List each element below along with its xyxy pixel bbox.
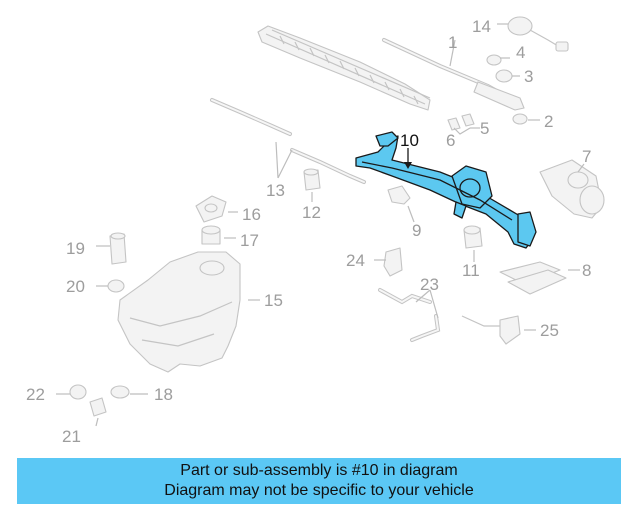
callout-18: 18	[154, 385, 173, 404]
part-3-grommet	[495, 69, 513, 83]
callout-9: 9	[412, 221, 421, 240]
callout-labels: 1 14 4 3 2 5 6 7 10 8 9 11 12 13 16 17 1…	[26, 17, 591, 446]
callout-15: 15	[264, 291, 283, 310]
callout-11: 11	[462, 261, 480, 280]
callout-12: 12	[302, 203, 321, 222]
callout-6: 6	[446, 131, 455, 150]
callout-23: 23	[420, 275, 439, 294]
callout-10: 10	[400, 131, 419, 150]
part-15-washer-reservoir	[117, 251, 241, 373]
part-22-nozzle	[69, 384, 87, 400]
part-14-cap-with-wire	[507, 16, 569, 52]
part-2-washer	[512, 113, 528, 125]
banner-line-1: Part or sub-assembly is #10 in diagram	[180, 462, 458, 479]
part-8-brackets	[499, 261, 567, 295]
callout-5: 5	[480, 119, 489, 138]
callout-3: 3	[524, 67, 533, 86]
part-17-filler-neck	[201, 225, 221, 245]
part-1-wiper-blade	[257, 25, 525, 111]
part-11-bushing	[463, 225, 483, 249]
part-23-hoses	[378, 288, 441, 342]
part-20-grommet	[107, 279, 125, 293]
callout-2: 2	[544, 112, 553, 131]
part-24-bracket	[383, 247, 403, 277]
part-7-wiper-motor	[539, 159, 605, 219]
part-12-cap	[303, 168, 321, 191]
callout-19: 19	[66, 239, 85, 258]
callout-14: 14	[472, 17, 491, 36]
callout-17: 17	[240, 231, 259, 250]
part-21-nozzle	[89, 397, 107, 417]
callout-7: 7	[582, 147, 591, 166]
part-16-cap	[195, 195, 227, 223]
part-10-wiper-linkage	[355, 131, 537, 249]
part-6-caps	[447, 113, 475, 131]
info-banner: Part or sub-assembly is #10 in diagram D…	[17, 458, 621, 504]
part-25-bracket	[461, 315, 521, 345]
part-4-nut	[486, 54, 502, 66]
callout-13: 13	[266, 181, 285, 200]
leader-lines	[56, 23, 585, 427]
part-13-wiper-blades	[210, 98, 366, 184]
part-18-grommet	[110, 385, 130, 399]
banner-line-2: Diagram may not be specific to your vehi…	[164, 482, 474, 499]
part-19-pump	[109, 232, 127, 265]
callout-16: 16	[242, 205, 261, 224]
callout-4: 4	[516, 43, 525, 62]
callout-20: 20	[66, 277, 85, 296]
callout-25: 25	[540, 321, 559, 340]
callout-1: 1	[448, 33, 457, 52]
callout-24: 24	[346, 251, 365, 270]
part-9-bracket	[387, 185, 411, 205]
callout-8: 8	[582, 261, 591, 280]
callout-21: 21	[62, 427, 81, 446]
callout-22: 22	[26, 385, 45, 404]
